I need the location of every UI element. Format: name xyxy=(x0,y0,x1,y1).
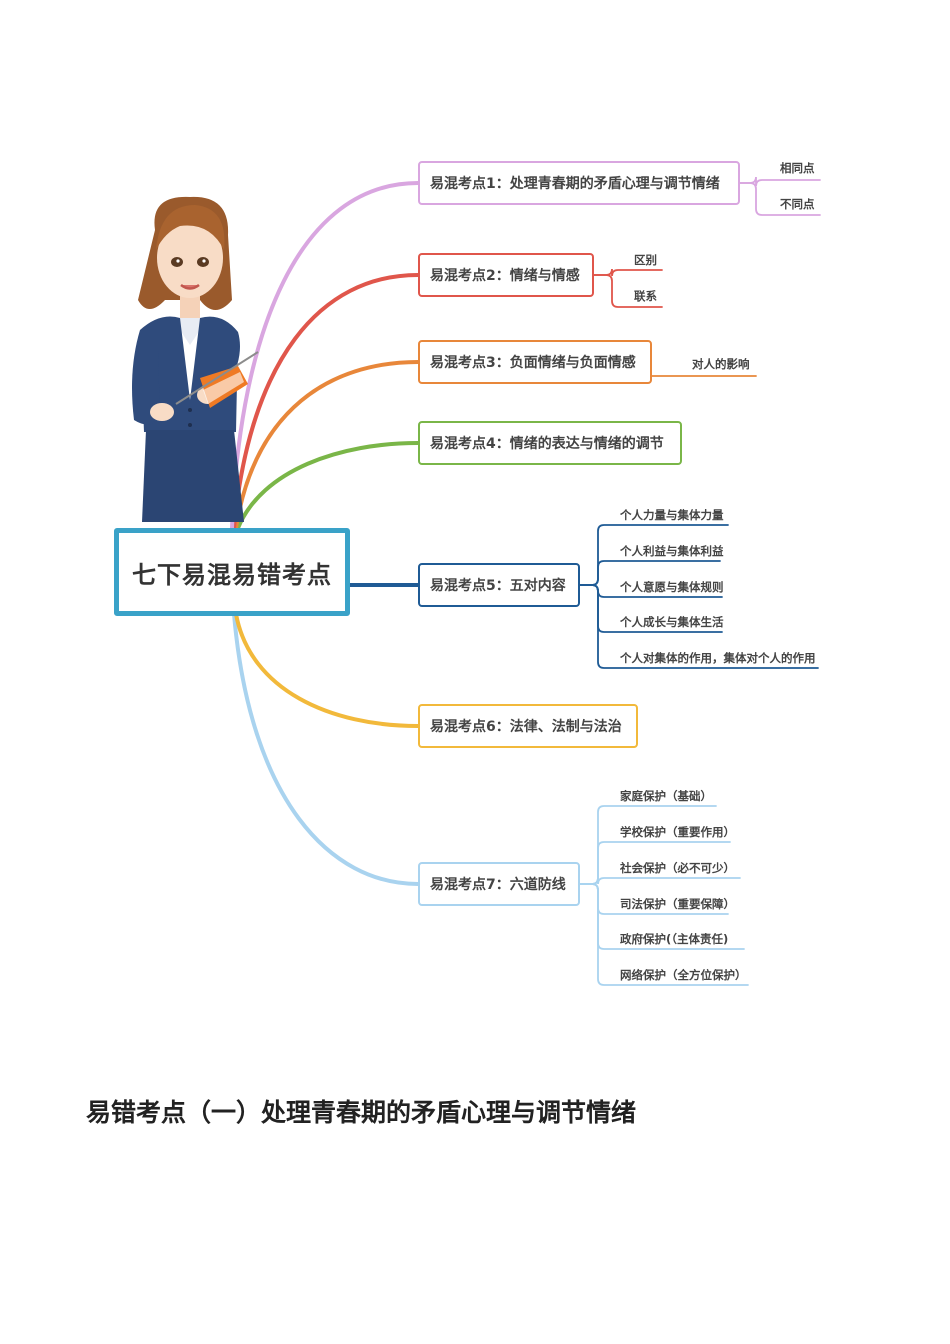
topic-label: 易混考点2：情绪与情感 xyxy=(430,268,580,284)
connector-topic-2 xyxy=(232,273,420,530)
leaf-item: 家庭保护（基础） xyxy=(620,789,712,803)
connector-topic-3 xyxy=(234,360,420,530)
topic-label: 易混考点3：负面情绪与负面情感 xyxy=(430,355,636,371)
root-label: 七下易混易错考点 xyxy=(132,560,332,589)
leaf-item: 个人利益与集体利益 xyxy=(620,544,724,558)
topic-node-6: 易混考点6：法律、法制与法治 xyxy=(418,704,638,748)
connector-topic-7 xyxy=(232,612,420,886)
mind-map: 七下易混易错考点 易混考点1：处理青春期的矛盾心理与调节情绪 易混考点2：情绪与… xyxy=(114,161,821,986)
leaf-item: 个人力量与集体力量 xyxy=(620,508,724,522)
connector-leaf-t7-3 xyxy=(579,877,741,885)
topic-label: 易混考点6：法律、法制与法治 xyxy=(430,719,622,735)
connector-leaf-t1-1 xyxy=(739,176,821,187)
leaf-item: 个人对集体的作用，集体对个人的作用 xyxy=(620,651,816,665)
connector-leaf-t7-1 xyxy=(579,805,717,885)
root-node: 七下易混易错考点 xyxy=(114,528,350,616)
leaf-item: 网络保护（全方位保护） xyxy=(620,968,747,982)
topic-label: 易混考点4：情绪的表达与情绪的调节 xyxy=(430,436,664,452)
leaf-item: 司法保护（重要保障） xyxy=(620,897,735,911)
topic-node-3: 易混考点3：负面情绪与负面情感 xyxy=(418,340,652,384)
topic-label: 易混考点7：六道防线 xyxy=(430,877,566,893)
topic-node-2: 易混考点2：情绪与情感 xyxy=(418,253,594,297)
connector-leaf-t5-1 xyxy=(579,524,729,586)
topic-label: 易混考点1：处理青春期的矛盾心理与调节情绪 xyxy=(430,176,720,192)
leaf-item: 对人的影响 xyxy=(692,357,750,371)
topic-node-4: 易混考点4：情绪的表达与情绪的调节 xyxy=(418,421,682,465)
connector-leaf-t2-1 xyxy=(593,268,663,277)
topic-node-7: 易混考点7：六道防线 xyxy=(418,862,580,906)
leaf-item: 个人成长与集体生活 xyxy=(620,615,724,629)
teacher-illustration xyxy=(132,196,259,522)
leaf-item: 区别 xyxy=(634,253,657,267)
mind-map-connectors xyxy=(132,176,821,986)
topic-node-5: 易混考点5：五对内容 xyxy=(418,563,580,607)
section-heading: 易错考点（一）处理青春期的矛盾心理与调节情绪 xyxy=(86,1098,637,1127)
leaf-item: 相同点 xyxy=(780,161,815,175)
topic-node-1: 易混考点1：处理青春期的矛盾心理与调节情绪 xyxy=(418,161,740,205)
connector-topic-6 xyxy=(234,612,420,728)
leaf-item: 联系 xyxy=(634,289,657,303)
connector-topic-4 xyxy=(236,441,420,530)
leaf-item: 不同点 xyxy=(780,197,815,211)
topic-label: 易混考点5：五对内容 xyxy=(430,578,566,594)
leaf-item: 学校保护（重要作用） xyxy=(620,825,735,839)
leaf-item: 社会保护（必不可少） xyxy=(620,861,735,875)
connector-topic-1 xyxy=(230,181,420,530)
leaf-item: 个人意愿与集体规则 xyxy=(620,580,724,594)
leaf-item: 政府保护(（主体责任) xyxy=(620,932,729,946)
